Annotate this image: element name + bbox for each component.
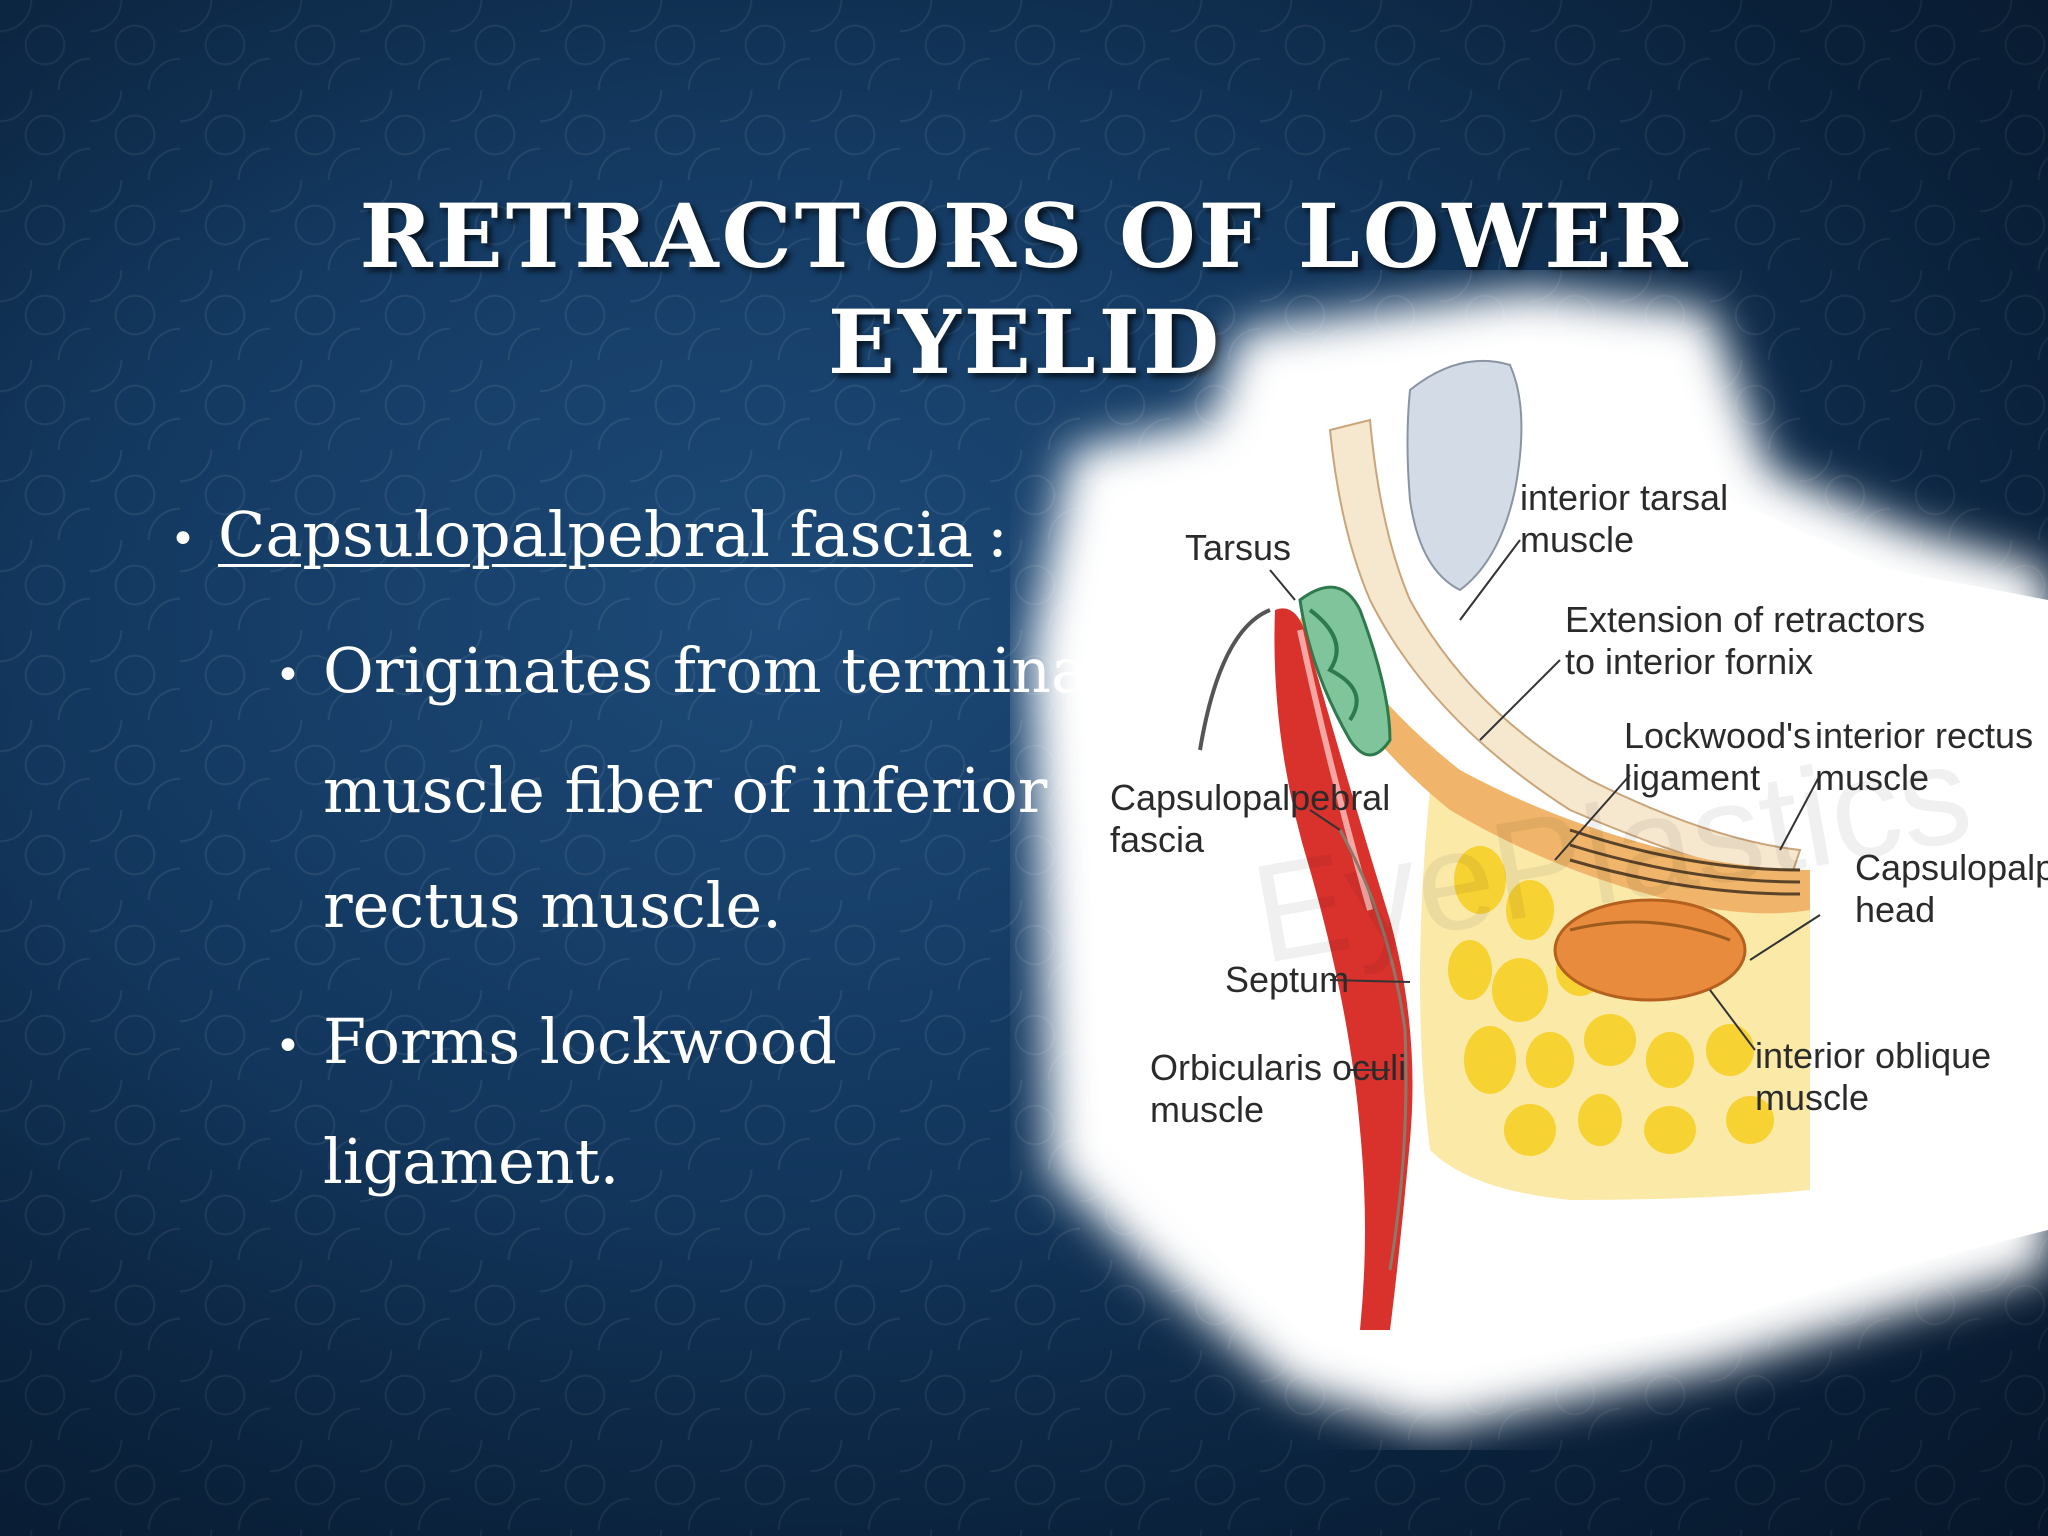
sub-bullet-line: •Forms lockwood xyxy=(275,984,837,1104)
label-inferior-rectus-1: interior rectus xyxy=(1815,715,2033,756)
bullet-colon: : xyxy=(986,498,1008,571)
label-orbicularis-1: Orbicularis oculi xyxy=(1150,1047,1406,1088)
eyelid-anatomy-figure: EyePlastics Tarsus interior tarsal muscl… xyxy=(1010,270,2048,1450)
fat-lobules xyxy=(1448,846,1774,1156)
label-orbicularis-2: muscle xyxy=(1150,1089,1264,1130)
sub-bullet-origin: •Originates from terminal muscle fiber o… xyxy=(275,613,1108,963)
label-capsulo-fascia-2: fascia xyxy=(1110,819,1205,860)
bullet-capsulopalpebral: • Capsulopalpebral fascia: xyxy=(170,498,1008,571)
sub-bullet-line: ligament. xyxy=(323,1125,620,1199)
sub-bullet-line: rectus muscle. xyxy=(323,869,782,943)
sub-bullet-line: •Originates from terminal xyxy=(275,613,1108,733)
globe-shape xyxy=(1406,359,1523,592)
tarsus-shape xyxy=(1298,585,1392,757)
label-tarsus: Tarsus xyxy=(1185,527,1291,568)
bullet-heading: Capsulopalpebral fascia xyxy=(218,498,973,571)
eyelash xyxy=(1198,608,1271,751)
title-line-1: RETRACTORS OF LOWER xyxy=(359,184,1691,288)
label-lockwood-1: Lockwood's xyxy=(1624,715,1811,756)
label-capsulo-head-2: head xyxy=(1855,889,1935,930)
label-capsulo-head-1: Capsulopalpebral xyxy=(1855,847,2048,888)
septum-line xyxy=(1338,829,1408,1271)
label-extension-2: to interior fornix xyxy=(1565,641,1813,682)
sub-bullet-lockwood: •Forms lockwood ligament. xyxy=(275,984,837,1219)
sub-bullet-line: muscle fiber of inferior xyxy=(323,754,1048,828)
label-septum: Septum xyxy=(1225,959,1349,1000)
label-inferior-tarsal-1: interior tarsal xyxy=(1520,477,1728,518)
label-inferior-oblique-1: interior oblique xyxy=(1755,1035,1991,1076)
title-line-2: EYELID xyxy=(827,290,1223,394)
orbicularis-shape xyxy=(1274,608,1413,1330)
bullet-dot: • xyxy=(170,514,196,566)
label-inferior-oblique-2: muscle xyxy=(1755,1077,1869,1118)
label-extension-1: Extension of retractors xyxy=(1565,599,1925,640)
label-inferior-tarsal-2: muscle xyxy=(1520,519,1634,560)
label-capsulo-fascia-1: Capsulopalpebral xyxy=(1110,777,1390,818)
leader-lines xyxy=(1269,539,1821,1071)
label-lockwood-2: ligament xyxy=(1624,757,1760,798)
bullet-dot: • xyxy=(275,650,301,702)
slide-title: RETRACTORS OF LOWER EYELID xyxy=(260,183,1790,395)
lockwood-ligament-lines xyxy=(1569,828,1801,896)
label-inferior-rectus-2: muscle xyxy=(1815,757,1929,798)
bullet-dot: • xyxy=(275,1021,301,1073)
anatomy-diagram: EyePlastics Tarsus interior tarsal muscl… xyxy=(1030,290,2048,1430)
